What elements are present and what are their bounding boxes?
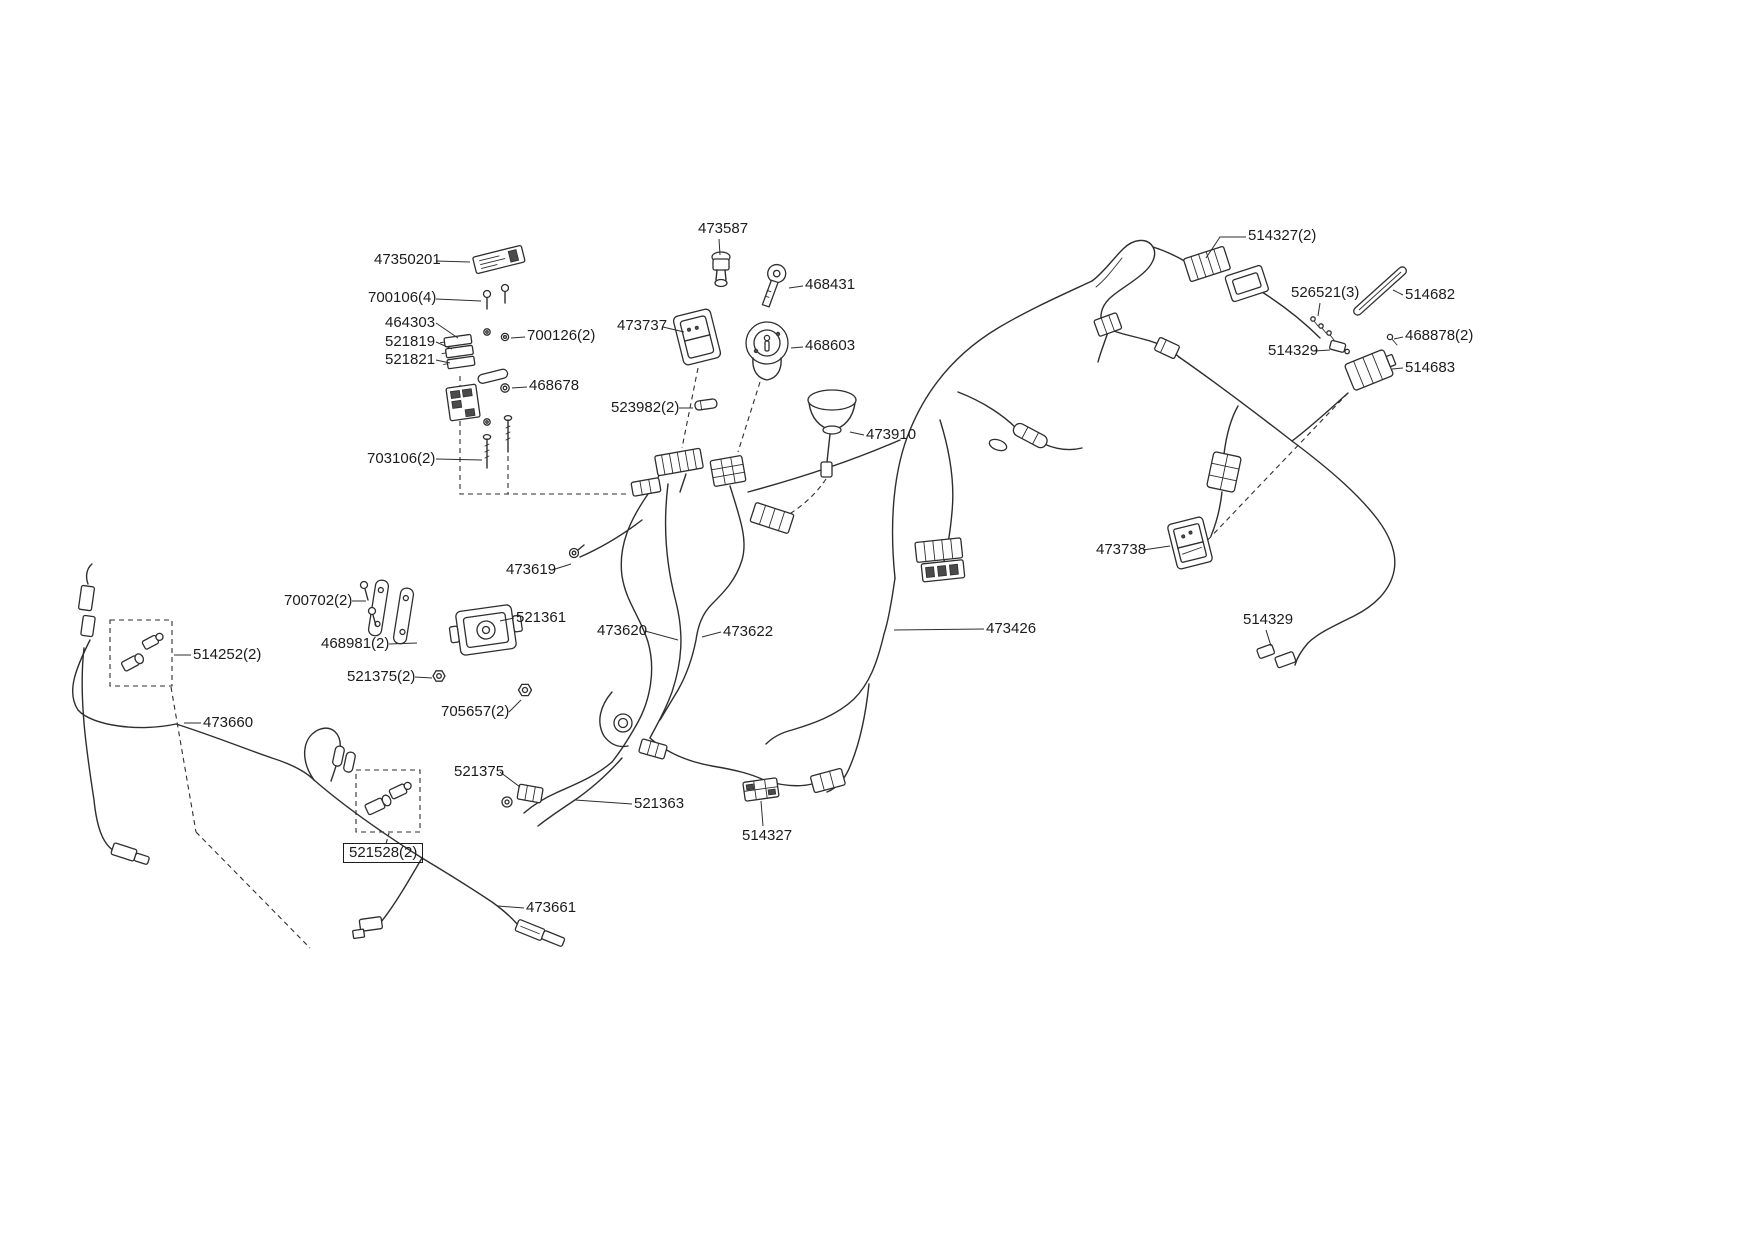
connector — [1154, 337, 1180, 359]
part-label-514327-2: 514327(2) — [1248, 227, 1317, 244]
part-label-526521: 526521(3) — [1291, 284, 1360, 301]
antenna-strip — [1353, 266, 1407, 316]
connector — [80, 614, 96, 638]
connector — [1274, 651, 1297, 669]
bracket — [1329, 339, 1350, 355]
leader-lines — [174, 236, 1404, 909]
fuse-holder — [343, 751, 356, 773]
connector — [810, 767, 846, 794]
screw — [367, 606, 377, 627]
ignition-key — [761, 263, 787, 308]
cap-sender — [807, 389, 857, 478]
connector-514327 — [742, 777, 780, 802]
connector — [514, 919, 546, 941]
part-label-473619: 473619 — [506, 561, 557, 578]
bracket-strap — [477, 368, 509, 384]
connector-block — [709, 455, 747, 487]
part-label-473738: 473738 — [1096, 541, 1147, 558]
ring-terminal — [568, 544, 585, 559]
control-module — [1344, 349, 1397, 391]
part-label-521528: 521528(2) — [343, 843, 424, 863]
part-label-521821: 521821 — [385, 351, 436, 368]
bulb-socket-kit — [109, 619, 173, 687]
part-label-521819: 521819 — [385, 333, 436, 350]
part-label-700126: 700126(2) — [527, 327, 596, 344]
connector — [1093, 312, 1123, 337]
connector — [77, 584, 95, 612]
fuse-connector — [445, 383, 481, 422]
connector — [352, 916, 383, 940]
part-label-468878: 468878(2) — [1405, 327, 1474, 344]
part-label-514682: 514682 — [1405, 286, 1456, 303]
rocker-switch — [1167, 516, 1213, 570]
part-label-473660: 473660 — [203, 714, 254, 731]
part-label-473661: 473661 — [526, 899, 577, 916]
part-label-473622: 473622 — [723, 623, 774, 640]
part-label-468981: 468981(2) — [321, 635, 390, 652]
part-label-700702: 700702(2) — [284, 592, 353, 609]
rocker-switch — [672, 308, 722, 366]
part-label-468431: 468431 — [805, 276, 856, 293]
connector-block — [654, 447, 704, 477]
connector — [541, 930, 566, 947]
part-label-473620: 473620 — [597, 622, 648, 639]
components — [77, 244, 1407, 947]
inline-connector — [988, 438, 1008, 452]
hex-nut — [432, 670, 446, 682]
fuse-holder — [1012, 422, 1048, 449]
connector-block — [638, 738, 668, 760]
solenoid — [448, 604, 523, 656]
part-label-468603: 468603 — [805, 337, 856, 354]
connector-block — [749, 502, 795, 534]
part-label-523982: 523982(2) — [611, 399, 680, 416]
part-label-514683: 514683 — [1405, 359, 1456, 376]
bulb-socket-kit — [355, 769, 421, 833]
harness-wires — [71, 239, 1396, 931]
part-label-521375-2: 521375(2) — [347, 668, 416, 685]
spacer — [694, 398, 718, 411]
part-label-705657: 705657(2) — [441, 703, 510, 720]
part-label-473426: 473426 — [986, 620, 1037, 637]
part-label-700106: 700106(4) — [368, 289, 437, 306]
part-label-521363: 521363 — [634, 795, 685, 812]
part-label-473587: 473587 — [698, 220, 749, 237]
part-label-464303: 464303 — [385, 314, 436, 331]
part-label-521361: 521361 — [516, 609, 567, 626]
part-label-473737: 473737 — [617, 317, 668, 334]
connector — [110, 842, 150, 865]
fuse-block — [440, 333, 476, 370]
connector-block — [1183, 245, 1231, 283]
connector — [516, 783, 544, 804]
mount-bracket — [392, 587, 415, 645]
part-label-514252: 514252(2) — [193, 646, 262, 663]
part-label-514329-top: 514329 — [1268, 342, 1319, 359]
connector — [1256, 643, 1276, 659]
connector-block — [630, 477, 662, 497]
decal-plate — [472, 244, 526, 275]
push-button-switch — [711, 251, 731, 288]
connector-block — [1224, 264, 1269, 303]
connector-block — [1206, 451, 1242, 493]
part-label-47350201: 47350201 — [374, 251, 441, 268]
part-label-521375: 521375 — [454, 763, 505, 780]
part-label-514329-bot: 514329 — [1243, 611, 1294, 628]
fuse-holder — [332, 745, 345, 767]
screw — [1386, 333, 1398, 346]
part-label-468678: 468678 — [529, 377, 580, 394]
screws-washers — [482, 283, 513, 469]
screws — [1310, 316, 1335, 341]
part-label-703106: 703106(2) — [367, 450, 436, 467]
ignition-switch — [745, 321, 789, 381]
screw — [359, 580, 369, 601]
hex-nut — [517, 683, 533, 697]
part-label-514327: 514327 — [742, 827, 793, 844]
part-label-473910: 473910 — [866, 426, 917, 443]
connector-block — [914, 537, 966, 583]
